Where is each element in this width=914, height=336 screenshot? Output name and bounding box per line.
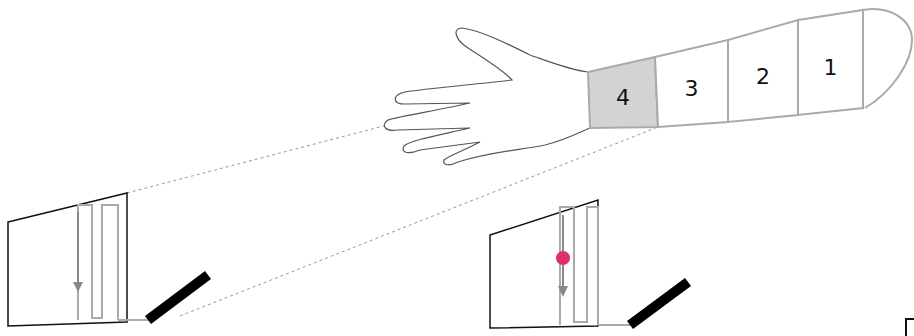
hand-outline bbox=[384, 28, 590, 165]
segment-number: 3 bbox=[685, 66, 699, 101]
segment-number: 4 bbox=[616, 75, 630, 110]
partial-frame bbox=[906, 319, 914, 336]
arm-segment: 2 bbox=[728, 20, 798, 122]
elbow-outline bbox=[863, 9, 912, 108]
segment-number: 2 bbox=[756, 54, 770, 89]
meander-sensor bbox=[78, 205, 118, 320]
connector-wire bbox=[598, 324, 632, 326]
meander-sensor bbox=[560, 207, 598, 325]
zoom-panel bbox=[490, 200, 598, 328]
segment-shape bbox=[655, 40, 728, 127]
arm-segment: 3 bbox=[655, 40, 728, 127]
arm-segment: 4 bbox=[588, 57, 658, 128]
contact-point bbox=[556, 251, 570, 265]
segment-number: 1 bbox=[824, 45, 838, 80]
segment-shape bbox=[728, 20, 798, 122]
zoom-panel bbox=[8, 193, 127, 326]
electrode-bar bbox=[630, 282, 688, 325]
electrode-bar bbox=[148, 275, 208, 320]
connector-wire bbox=[118, 319, 150, 321]
direction-arrow bbox=[77, 212, 79, 285]
arrow-head bbox=[73, 282, 83, 292]
arm-segment: 1 bbox=[798, 10, 863, 115]
segment-shape bbox=[588, 57, 658, 128]
segment-shape bbox=[798, 10, 863, 115]
arrow-head bbox=[558, 286, 568, 297]
